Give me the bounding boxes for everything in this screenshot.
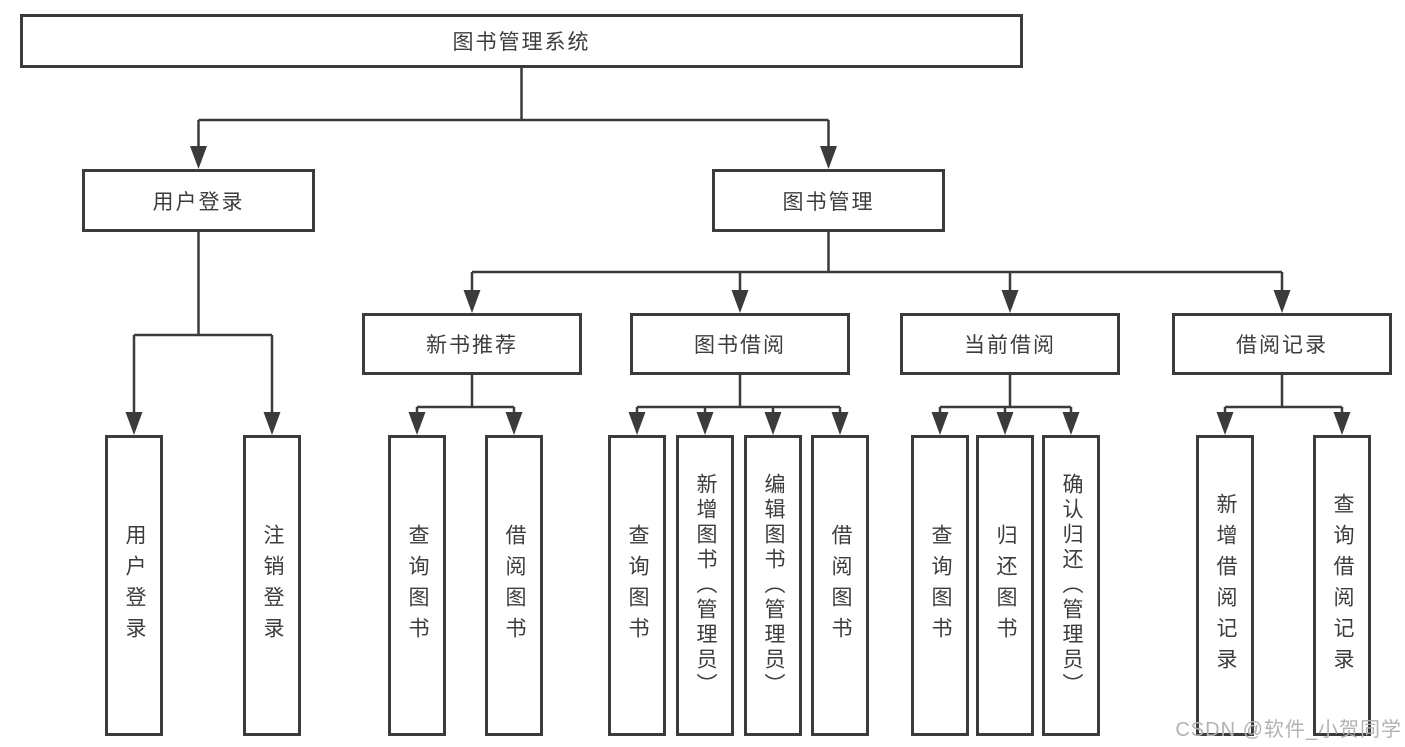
node-leaf-query-books-1: 查询图书 <box>388 435 446 736</box>
node-borrow-records: 借阅记录 <box>1172 313 1392 375</box>
node-leaf-edit-books-admin: 编辑图书（管理员） <box>744 435 802 736</box>
node-leaf-return-books: 归还图书 <box>976 435 1034 736</box>
node-leaf-borrow-books-2: 借阅图书 <box>811 435 869 736</box>
node-current-borrowing: 当前借阅 <box>900 313 1120 375</box>
node-leaf-borrow-books-1: 借阅图书 <box>485 435 543 736</box>
node-leaf-logout: 注销登录 <box>243 435 301 736</box>
node-leaf-confirm-return-admin: 确认归还（管理员） <box>1042 435 1100 736</box>
arrowhead-icons <box>125 146 1351 435</box>
node-new-book-recommend: 新书推荐 <box>362 313 582 375</box>
node-leaf-query-borrow-record: 查询借阅记录 <box>1313 435 1371 736</box>
node-user-login: 用户登录 <box>82 169 315 232</box>
tree-edges <box>132 68 1344 418</box>
node-leaf-user-login: 用户登录 <box>105 435 163 736</box>
node-leaf-add-borrow-record: 新增借阅记录 <box>1196 435 1254 736</box>
csdn-watermark: CSDN @软件_小贺同学 <box>1175 719 1402 741</box>
node-book-management: 图书管理 <box>712 169 945 232</box>
node-root: 图书管理系统 <box>20 14 1023 68</box>
node-leaf-query-books-2: 查询图书 <box>608 435 666 736</box>
node-leaf-query-books-3: 查询图书 <box>911 435 969 736</box>
node-book-borrowing: 图书借阅 <box>630 313 850 375</box>
node-leaf-add-books-admin: 新增图书（管理员） <box>676 435 734 736</box>
